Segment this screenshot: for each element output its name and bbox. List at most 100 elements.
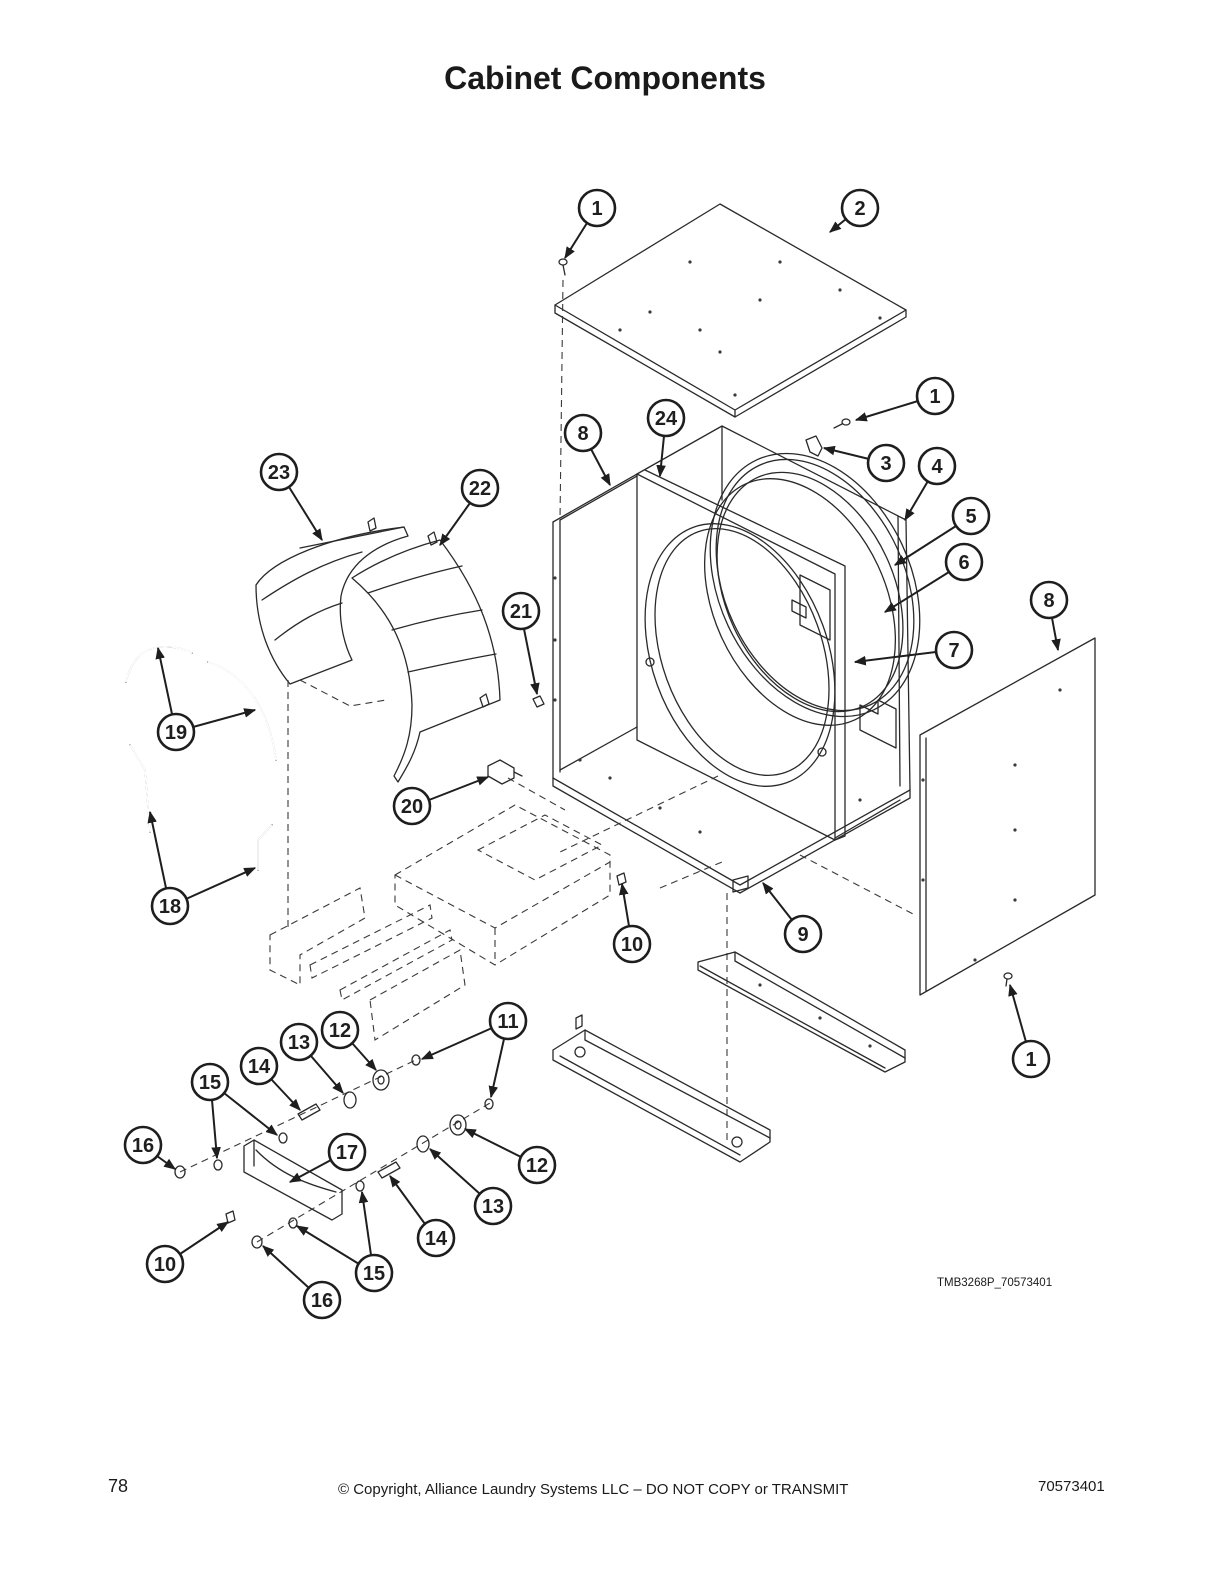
callout-balloon: 11 xyxy=(488,1001,528,1041)
ring-inner xyxy=(716,471,904,713)
leader-arrow xyxy=(590,448,611,487)
top-panel xyxy=(554,203,907,418)
callout-circle xyxy=(473,1186,513,1226)
base-rail-rear xyxy=(697,951,906,1073)
callout-number: 23 xyxy=(268,462,290,484)
callout-circle xyxy=(354,1253,394,1293)
leader-arrow xyxy=(564,222,588,260)
bulkhead-hole xyxy=(645,657,655,667)
nut-16 xyxy=(174,1165,186,1179)
hole xyxy=(648,310,652,314)
drum-shell xyxy=(351,539,501,783)
leader-arrow xyxy=(223,1092,278,1136)
screw-shank xyxy=(833,423,843,429)
leader-arrow xyxy=(853,651,937,666)
trim-strips-18 xyxy=(129,744,273,871)
callout-number: 13 xyxy=(288,1032,310,1054)
cabinet-bottom-lip xyxy=(552,777,911,894)
drum-tab xyxy=(427,531,438,546)
leader-arrow xyxy=(463,1128,522,1158)
callout-circle xyxy=(840,188,880,228)
drum-rib xyxy=(391,609,483,631)
leader-arrow xyxy=(185,867,257,900)
leader-arrow xyxy=(488,1038,505,1099)
bent-strip-inner xyxy=(129,744,151,833)
callout-circle xyxy=(517,1145,557,1185)
hole xyxy=(658,806,662,810)
pulley-12 xyxy=(372,1069,390,1091)
rail-channel xyxy=(734,951,906,1059)
callout-circle xyxy=(612,924,652,964)
leader-arrow xyxy=(179,1221,229,1255)
cabinet-top-edges xyxy=(552,425,907,523)
callout-balloon: 12 xyxy=(517,1145,557,1185)
callout-circle xyxy=(915,376,955,416)
leader-arrow xyxy=(155,646,173,715)
leader-arrow xyxy=(893,525,957,566)
alignment-line xyxy=(507,777,566,811)
bracket-3 xyxy=(805,435,823,457)
lint-housing xyxy=(394,804,611,966)
hole xyxy=(578,758,582,762)
trim-strip-inner xyxy=(207,661,277,761)
bulkhead-flange xyxy=(644,469,846,841)
clip-10-lower xyxy=(225,1210,236,1224)
callout-number: 10 xyxy=(621,934,643,956)
callout-number: 3 xyxy=(880,453,891,475)
plug-20-pin xyxy=(513,771,523,777)
callout-circle xyxy=(488,1001,528,1041)
bracket-outline xyxy=(269,887,366,986)
washer-11 xyxy=(484,1098,494,1110)
callout-balloon: 7 xyxy=(934,630,974,670)
callout-balloon: 24 xyxy=(646,398,686,438)
hole xyxy=(553,698,557,702)
callout-circle xyxy=(279,1022,319,1062)
callout-number: 4 xyxy=(931,456,943,478)
alignment-line xyxy=(799,854,916,916)
cabinet-floor-edge xyxy=(834,799,901,839)
callout-number: 6 xyxy=(958,552,969,574)
callout-number: 14 xyxy=(425,1228,448,1250)
callout-balloon: 13 xyxy=(473,1186,513,1226)
leader-arrow xyxy=(351,1042,377,1071)
drum-rib xyxy=(367,565,463,594)
housing-edge xyxy=(394,861,611,929)
drum-tab xyxy=(479,693,490,708)
washer-13 xyxy=(416,1135,430,1153)
callout-circle xyxy=(783,914,823,954)
callout-number: 9 xyxy=(797,924,808,946)
callout-circle xyxy=(123,1125,163,1165)
bulkhead-opening-lip xyxy=(654,527,830,777)
rail-channel xyxy=(559,1055,741,1156)
hole xyxy=(921,778,925,782)
footer-page-number: 78 xyxy=(108,1476,129,1496)
leader-arrow xyxy=(288,486,323,542)
hole xyxy=(1013,898,1017,902)
washer-13 xyxy=(343,1091,357,1109)
trim-strip xyxy=(207,661,277,761)
drum-rib xyxy=(407,653,497,673)
callout-number: 1 xyxy=(929,386,940,408)
figure-id: TMB3268P_70573401 xyxy=(937,1277,1053,1289)
cabinet-floor-edge xyxy=(559,726,638,771)
callout-circle xyxy=(577,188,617,228)
callout-balloon: 19 xyxy=(156,712,196,752)
drum-section-22 xyxy=(351,531,501,783)
callout-balloon: 9 xyxy=(783,914,823,954)
callout-number: 15 xyxy=(199,1072,221,1094)
bracket-outline xyxy=(339,929,453,1001)
callout-circle xyxy=(416,1218,456,1258)
callout-number: 21 xyxy=(510,601,532,623)
hole xyxy=(878,316,882,320)
bulkhead-hole xyxy=(817,747,827,757)
callout-number: 11 xyxy=(497,1011,518,1033)
bulkhead-panel xyxy=(636,473,836,841)
housing-top-panel xyxy=(476,814,604,881)
ring-seal xyxy=(715,458,915,712)
drum-flange xyxy=(299,526,405,549)
hole xyxy=(758,983,762,987)
top-panel-lip xyxy=(554,304,907,418)
leader-arrow xyxy=(262,1245,310,1289)
alignment-line xyxy=(559,775,719,853)
bulkhead-opening xyxy=(644,523,836,787)
